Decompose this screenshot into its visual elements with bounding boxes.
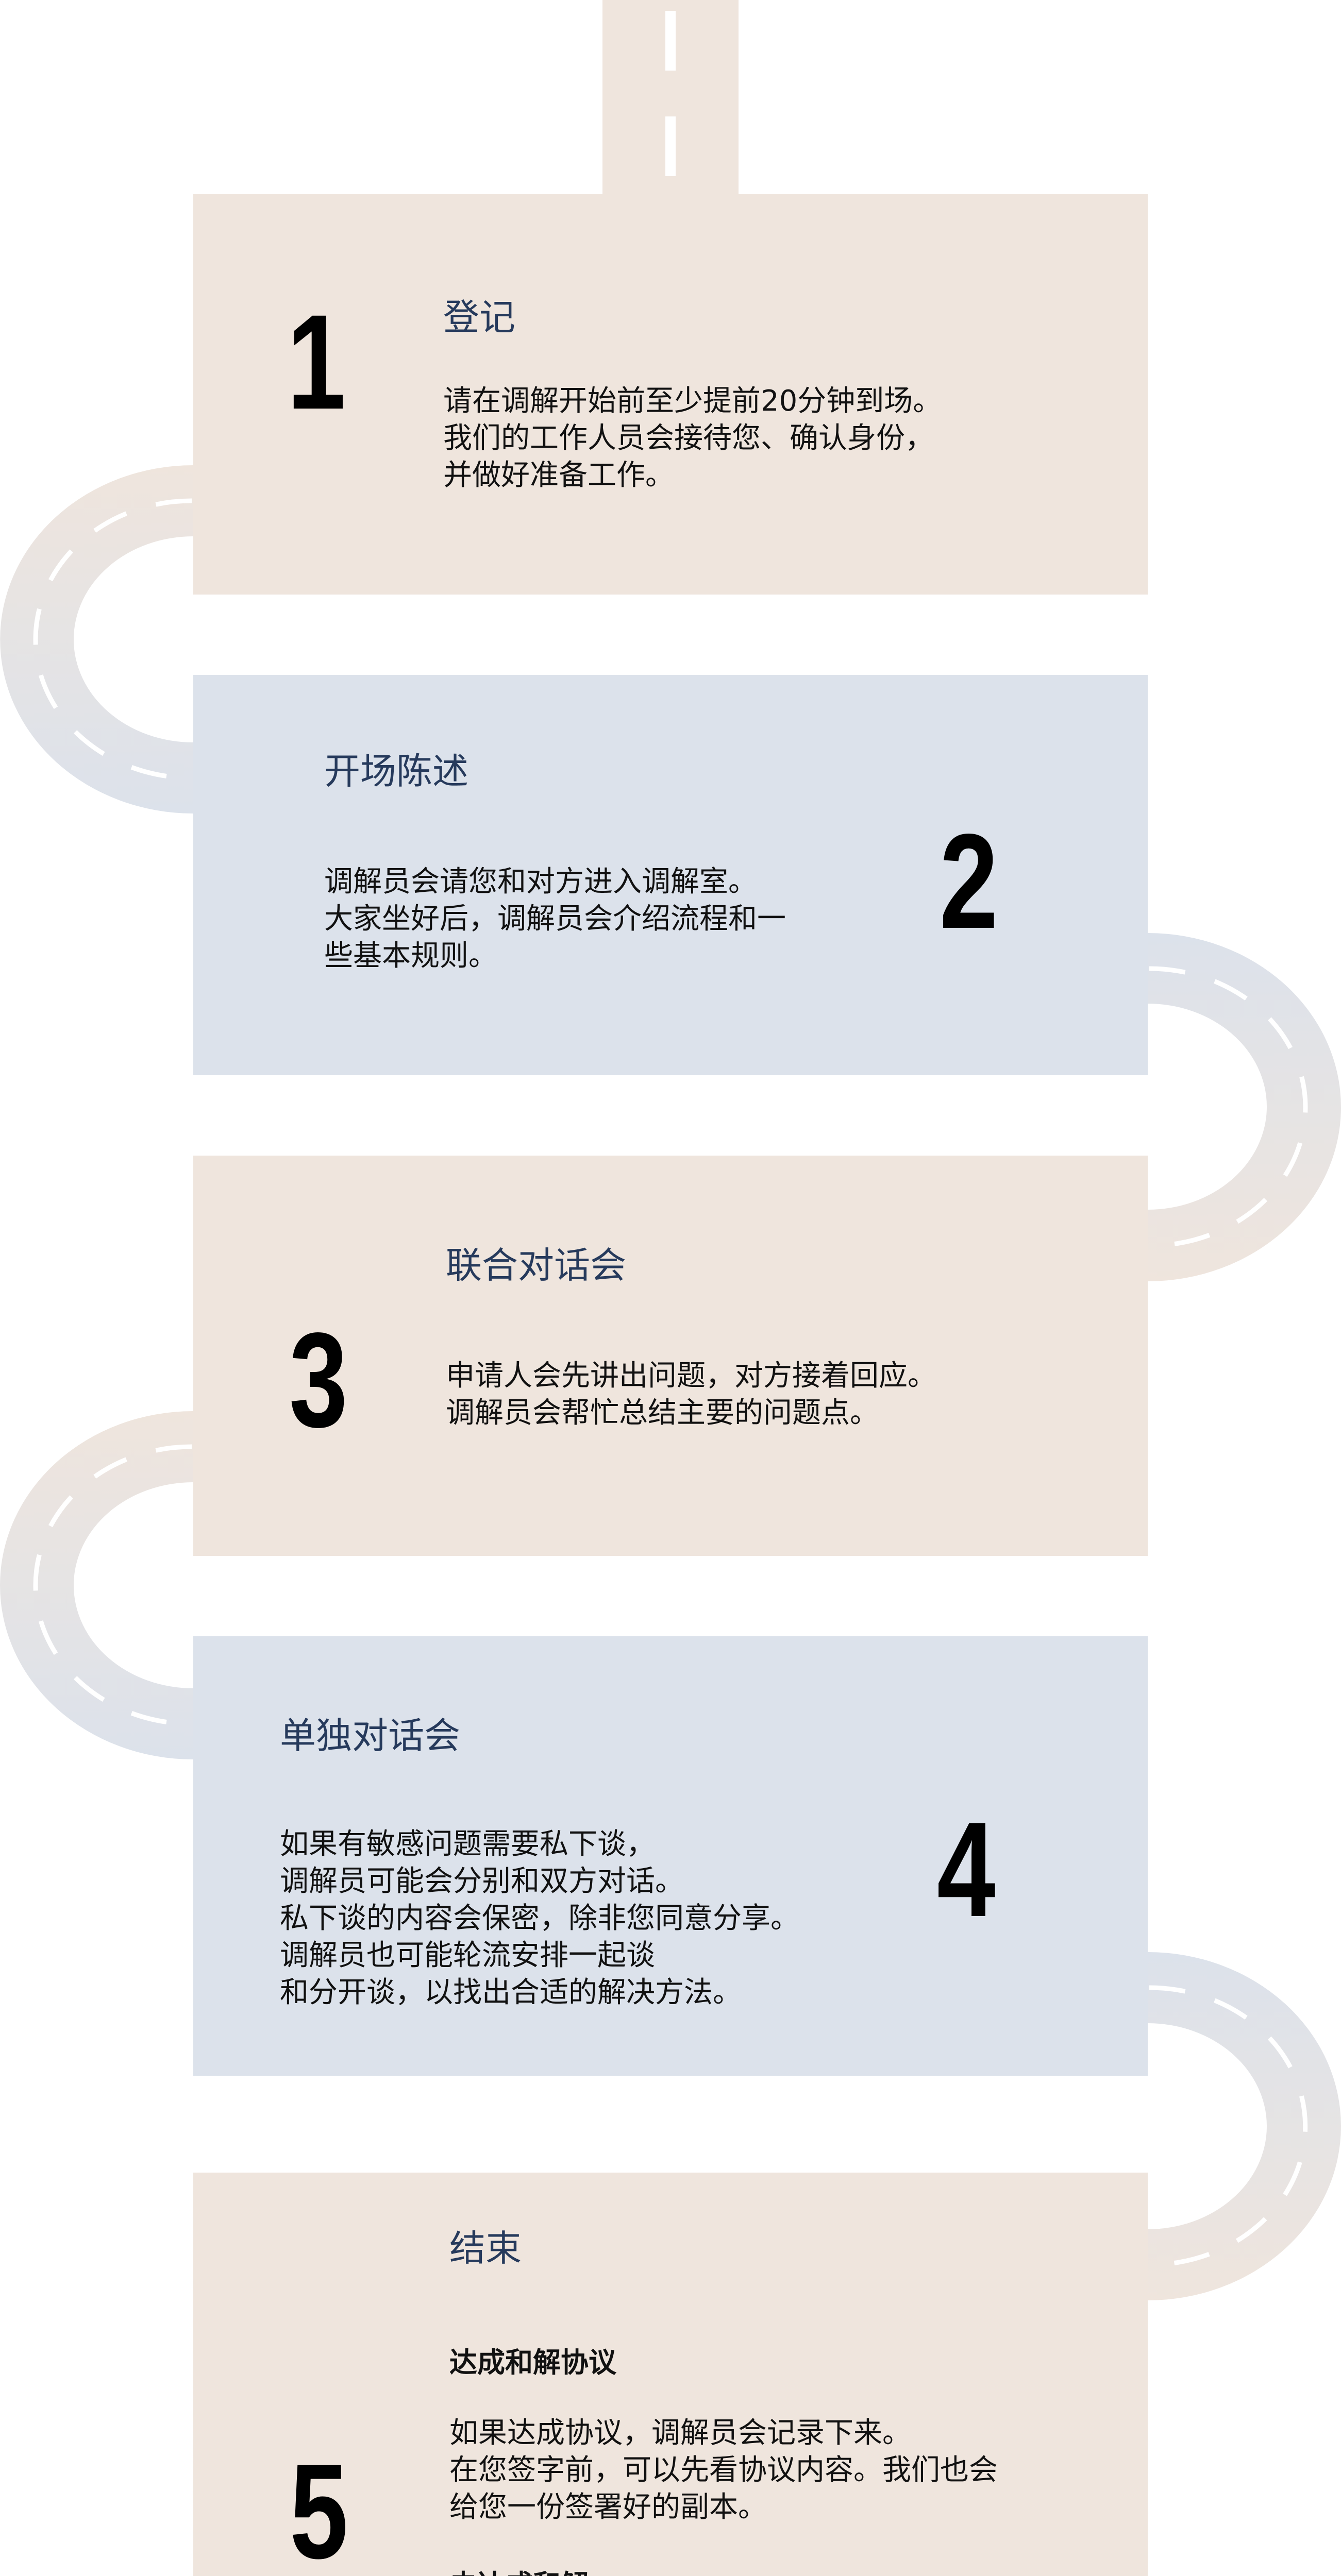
step-number: 2 (940, 806, 998, 957)
step-title: 单独对话会 (280, 1715, 460, 1757)
step-card-5: 5 结束 达成和解协议 如果达成协议，调解员会记录下来。 在您签字前，可以先看协… (193, 2173, 1148, 2576)
step-card-2: 2 开场陈述 调解员会请您和对方进入调解室。 大家坐好后，调解员会介绍流程和一 … (193, 675, 1148, 1075)
description-line: 如果有敏感问题需要私下谈， (280, 1827, 655, 1861)
step-number: 5 (290, 2436, 348, 2576)
step-number: 1 (287, 286, 346, 437)
description-line: 给您一份签署好的副本。 (449, 2490, 767, 2524)
road-curve-left-1 (0, 465, 196, 814)
description-line: 些基本规则。 (324, 939, 497, 973)
description-line: 请在调解开始前至少提前20分钟到场。 (443, 384, 942, 418)
road-curve-right-1 (1145, 933, 1341, 1281)
step-description: 申请人会先讲出问题，对方接着回应。 调解员会帮忙总结主要的问题点。 (446, 1358, 936, 1432)
road-start-segment (602, 0, 739, 206)
road-curve-left-2 (0, 1411, 196, 1759)
step-title: 登记 (443, 296, 515, 338)
description-line: 我们的工作人员会接待您、确认身份， (443, 421, 934, 455)
step-description: 请在调解开始前至少提前20分钟到场。 我们的工作人员会接待您、确认身份， 并做好… (443, 383, 942, 494)
description-line: 在您签字前，可以先看协议内容。我们也会 (449, 2453, 998, 2487)
description-line: 大家坐好后，调解员会介绍流程和一 (324, 902, 786, 936)
step-card-3: 3 联合对话会 申请人会先讲出问题，对方接着回应。 调解员会帮忙总结主要的问题点… (193, 1156, 1148, 1556)
step-description: 如果有敏感问题需要私下谈， 调解员可能会分别和双方对话。 私下谈的内容会保密，除… (280, 1826, 799, 2011)
step-card-1: 1 登记 请在调解开始前至少提前20分钟到场。 我们的工作人员会接待您、确认身份… (193, 194, 1148, 595)
step-description: 调解员会请您和对方进入调解室。 大家坐好后，调解员会介绍流程和一 些基本规则。 (324, 863, 786, 975)
description-line: 调解员会请您和对方进入调解室。 (324, 865, 757, 899)
section-heading-agreement-reached: 达成和解协议 (449, 2346, 616, 2379)
step-card-4: 4 单独对话会 如果有敏感问题需要私下谈， 调解员可能会分别和双方对话。 私下谈… (193, 1636, 1148, 2076)
step-title: 联合对话会 (446, 1244, 626, 1286)
section-heading-no-agreement: 未达成和解 (449, 2571, 589, 2576)
description-line: 调解员可能会分别和双方对话。 (280, 1865, 684, 1898)
description-line: 并做好准备工作。 (443, 459, 674, 492)
description-line: 私下谈的内容会保密，除非您同意分享。 (280, 1902, 799, 1935)
description-line: 如果达成协议，调解员会记录下来。 (449, 2416, 911, 2450)
description-line: 调解员也可能轮流安排一起谈 (280, 1939, 655, 1972)
step-title: 结束 (449, 2227, 522, 2269)
description-line: 申请人会先讲出问题，对方接着回应。 (446, 1359, 936, 1393)
description-line: 调解员会帮忙总结主要的问题点。 (446, 1396, 879, 1430)
step-title: 开场陈述 (324, 750, 468, 792)
step-number: 4 (937, 1794, 996, 1945)
section-description-agreement-reached: 如果达成协议，调解员会记录下来。 在您签字前，可以先看协议内容。我们也会 给您一… (449, 2415, 998, 2526)
description-line: 和分开谈，以找出合适的解决方法。 (280, 1976, 742, 2009)
step-number: 3 (289, 1304, 348, 1455)
road-curve-right-2 (1145, 1952, 1341, 2300)
